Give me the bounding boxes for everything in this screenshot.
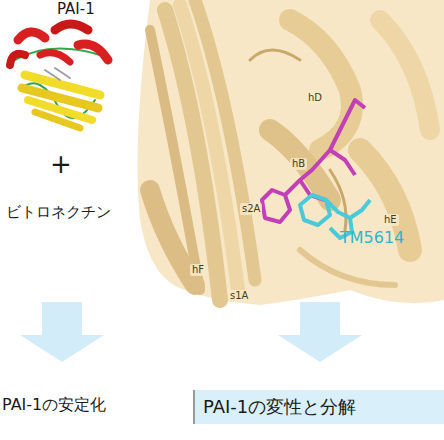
pai1-cartoon [10, 24, 108, 128]
structure-ground [138, 0, 444, 305]
protein-name: ビトロネクチン [6, 204, 111, 221]
protein-name: PAI-1 [57, 1, 95, 18]
protein-ribbons [150, 0, 430, 300]
block-arrow [20, 302, 104, 362]
result-box: PAI-1の変性と分解 [195, 390, 444, 424]
compound-name: TM5614 [340, 229, 404, 247]
result-text: PAI-1の安定化 [2, 396, 106, 414]
helix-label: hB [290, 158, 307, 170]
helix-label: hD [306, 92, 324, 104]
plus-sign: + [50, 150, 72, 180]
strand-label: s2A [240, 203, 262, 215]
strand-label: s1A [228, 290, 250, 302]
block-arrow [278, 302, 362, 362]
helix-label: hE [382, 214, 399, 226]
ligand-magenta [262, 100, 365, 222]
box-text: PAI-1の変性と分解 [203, 395, 356, 419]
helix-label: hF [190, 264, 206, 276]
